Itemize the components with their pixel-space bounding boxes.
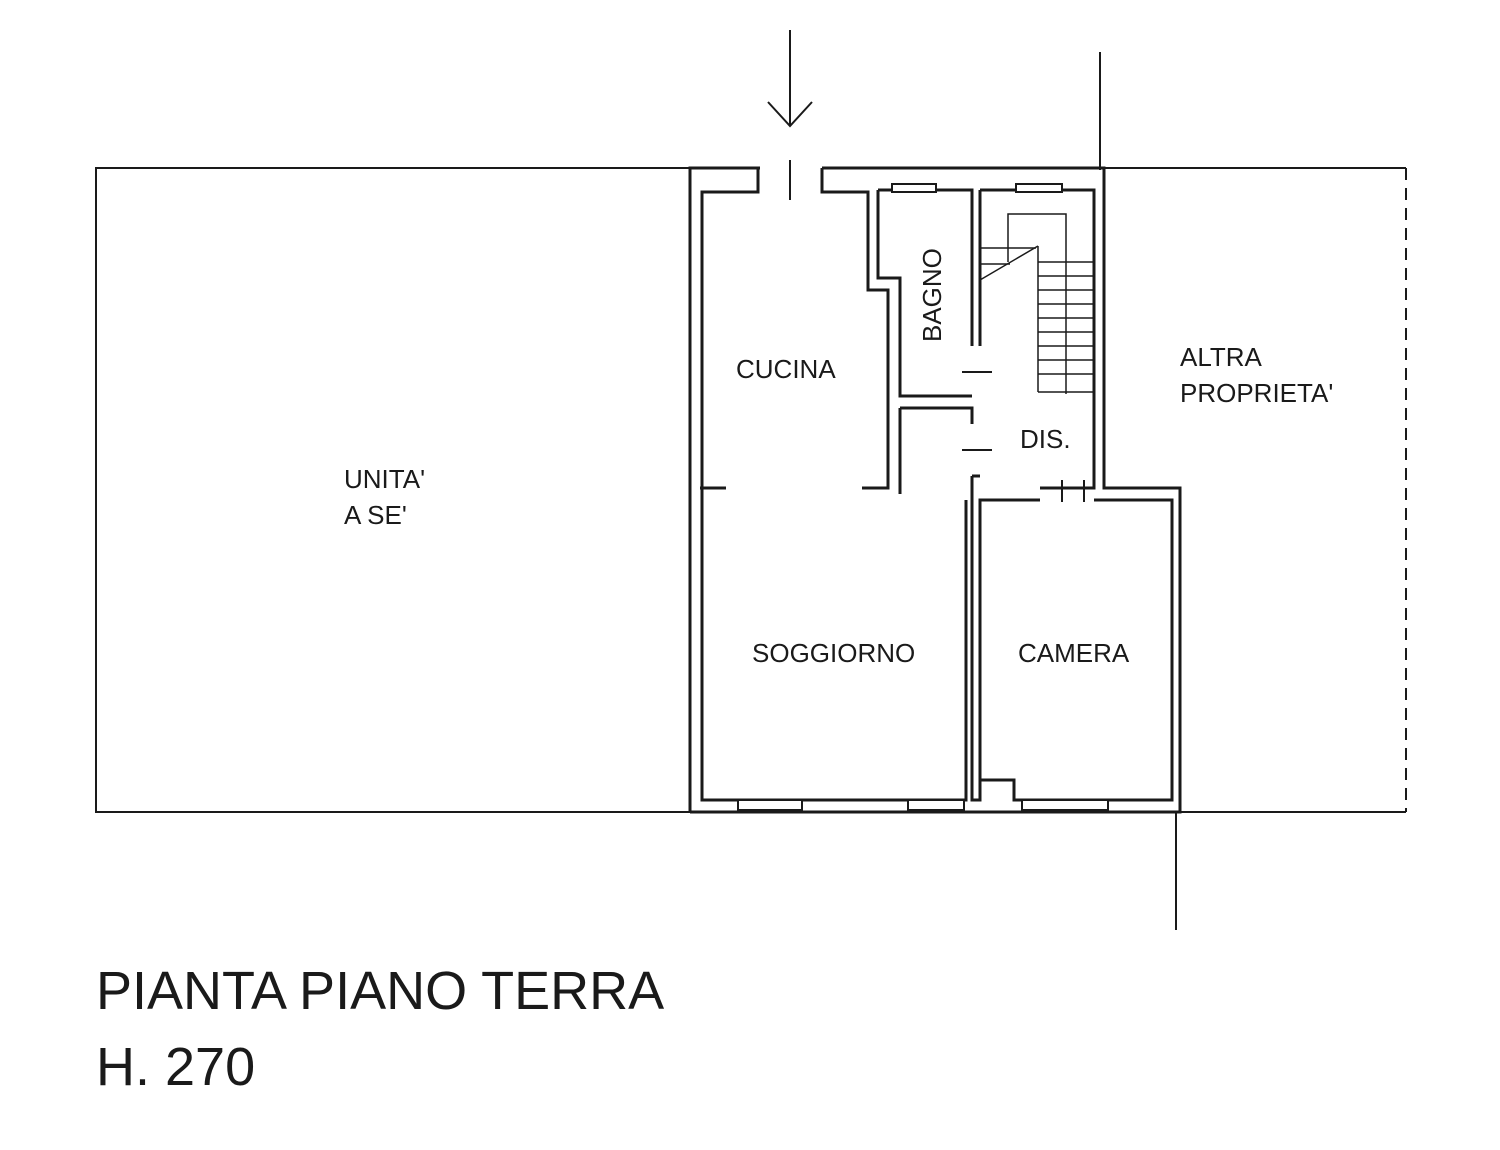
room-label-other-property-line2: PROPRIETA' bbox=[1180, 378, 1333, 408]
windows bbox=[737, 183, 1109, 811]
room-label-bedroom: CAMERA bbox=[1018, 638, 1130, 668]
outer-walls bbox=[688, 166, 1182, 814]
room-label-living-room: SOGGIORNO bbox=[752, 638, 915, 668]
room-label-bathroom: BAGNO bbox=[917, 248, 947, 342]
door-marks bbox=[962, 371, 1085, 502]
room-label-other-property-line1: ALTRA bbox=[1180, 342, 1263, 372]
room-label-hallway: DIS. bbox=[1020, 424, 1071, 454]
room-label-unit-line2: A SE' bbox=[344, 500, 407, 530]
ceiling-height: H. 270 bbox=[96, 1037, 256, 1097]
stair-walls bbox=[970, 188, 1174, 802]
other-property-outline bbox=[1104, 167, 1407, 813]
room-label-kitchen: CUCINA bbox=[736, 354, 836, 384]
room-label-unit-line1: UNITA' bbox=[344, 464, 425, 494]
staircase bbox=[979, 213, 1094, 394]
entrance-arrow bbox=[767, 30, 813, 200]
plan-title: PIANTA PIANO TERRA bbox=[96, 961, 665, 1021]
